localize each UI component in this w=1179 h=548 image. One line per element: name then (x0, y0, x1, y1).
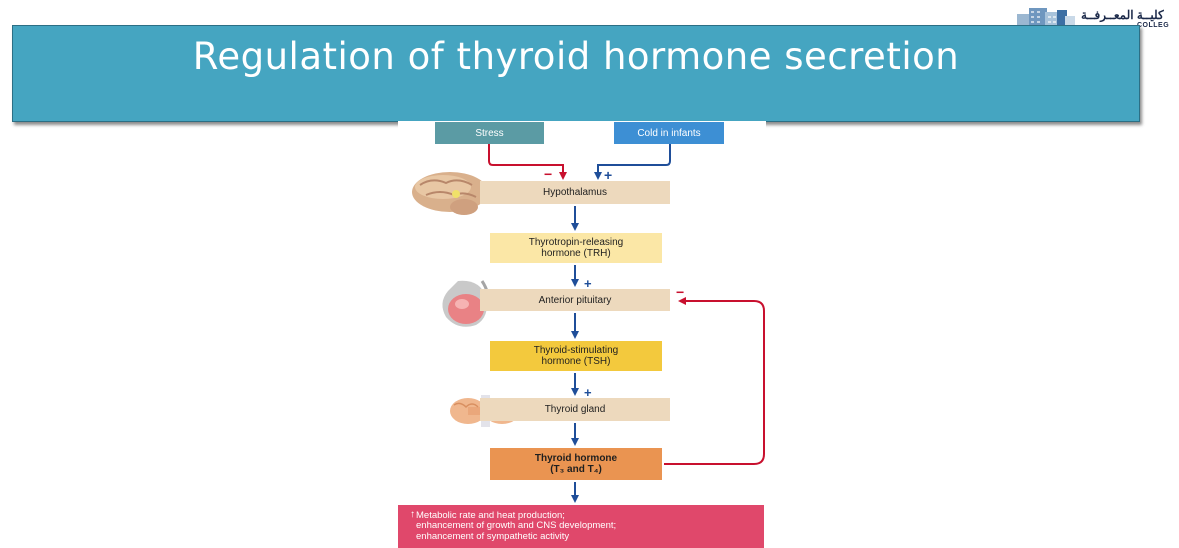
thyroid-gland-box: Thyroid gland (480, 398, 670, 421)
trh-label-line2: hormone (TRH) (529, 248, 624, 259)
effects-box: Metabolic rate and heat production; enha… (398, 505, 764, 548)
tsh-label-line2: hormone (TSH) (534, 356, 618, 367)
thyroid-hormone-box: Thyroid hormone (T₃ and T₄) (490, 448, 662, 480)
trh-box: Thyrotropin-releasing hormone (TRH) (490, 233, 662, 263)
thyroid-hormone-label-line2: (T₃ and T₄) (535, 464, 617, 475)
tsh-label-line1: Thyroid-stimulating (534, 345, 618, 356)
thyroid-regulation-diagram: − + + + − Stress Cold in infants Hypotha… (398, 121, 766, 548)
stress-minus-sign: − (544, 166, 552, 182)
cold-label: Cold in infants (637, 128, 700, 139)
slide-title: Regulation of thyroid hormone secretion (13, 32, 1139, 81)
thyroid-hormone-label-line1: Thyroid hormone (535, 453, 617, 464)
hypothalamus-label: Hypothalamus (543, 187, 607, 198)
logo-text: كليــة المعــرفــة (1081, 8, 1164, 22)
stress-box: Stress (435, 122, 544, 144)
brain-icon (412, 172, 488, 215)
feedback-arrow (664, 301, 764, 464)
thyroid-gland-label: Thyroid gland (545, 404, 606, 415)
effects-line3: enhancement of sympathetic activity (416, 532, 616, 543)
hypothalamus-box: Hypothalamus (480, 181, 670, 204)
tsh-box: Thyroid-stimulating hormone (TSH) (490, 341, 662, 371)
cold-in-infants-box: Cold in infants (614, 122, 724, 144)
stress-label: Stress (475, 128, 503, 139)
feedback-minus-sign: − (676, 284, 684, 300)
anterior-pituitary-box: Anterior pituitary (480, 289, 670, 311)
logo-subtext: COLLEG (1137, 22, 1169, 29)
trh-label-line1: Thyrotropin-releasing (529, 237, 624, 248)
anterior-pituitary-label: Anterior pituitary (539, 295, 612, 306)
title-banner: Regulation of thyroid hormone secretion (12, 25, 1140, 122)
increase-arrow-icon: ↑ (410, 509, 415, 520)
